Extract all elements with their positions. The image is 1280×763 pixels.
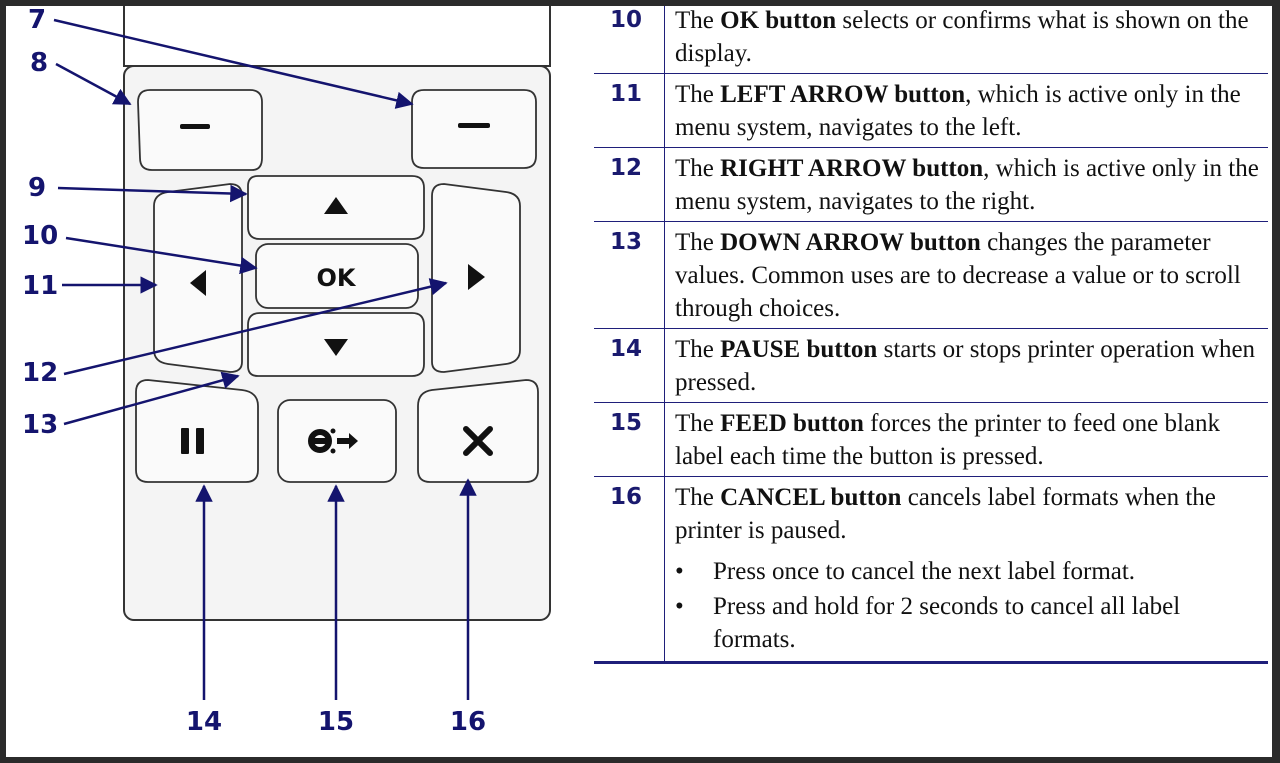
row-description: The FEED button forces the printer to fe… — [664, 402, 1268, 477]
pause-icon — [181, 428, 204, 454]
right-arrow-icon — [468, 264, 485, 290]
cancel-button[interactable] — [417, 379, 539, 483]
table-row: 10 The OK button selects or confirms wha… — [594, 6, 1268, 74]
bullet-item: Press once to cancel the next label form… — [675, 555, 1262, 588]
row-number: 13 — [594, 221, 665, 329]
leader-line-13 — [63, 371, 240, 426]
row-description: The RIGHT ARROW button, which is active … — [664, 147, 1268, 222]
bullet-list: Press once to cancel the next label form… — [675, 555, 1262, 656]
minus-icon — [180, 124, 210, 129]
row-number: 11 — [594, 73, 665, 148]
row-description: The LEFT ARROW button, which is active o… — [664, 73, 1268, 148]
leader-line-12 — [63, 278, 448, 376]
ok-button-label: OK — [317, 264, 357, 292]
down-arrow-icon — [324, 339, 348, 356]
row-description: The OK button selects or confirms what i… — [664, 6, 1268, 74]
callout-16: 16 — [450, 707, 486, 737]
leader-line-9 — [57, 184, 248, 203]
left-arrow-icon — [190, 270, 206, 296]
row-number: 15 — [594, 402, 665, 477]
table-row: 12 The RIGHT ARROW button, which is acti… — [594, 147, 1268, 222]
callout-7: 7 — [28, 6, 46, 35]
table-row: 13 The DOWN ARROW button changes the par… — [594, 221, 1268, 329]
row-number: 10 — [594, 6, 665, 74]
up-arrow-icon — [324, 197, 348, 214]
button-description-table: 10 The OK button selects or confirms wha… — [594, 6, 1268, 664]
row-description: The CANCEL button cancels label formats … — [664, 476, 1268, 664]
bullet-item: Press and hold for 2 seconds to cancel a… — [675, 590, 1262, 656]
callout-13: 13 — [22, 410, 58, 440]
row-description: The PAUSE button starts or stops printer… — [664, 328, 1268, 403]
leader-line-8 — [55, 62, 132, 106]
minus-icon — [458, 123, 490, 128]
leader-line-10 — [65, 236, 258, 275]
left-soft-button[interactable] — [137, 89, 263, 171]
leader-line-7 — [53, 18, 414, 109]
row-number: 16 — [594, 476, 665, 664]
table-row: 16 The CANCEL button cancels label forma… — [594, 476, 1268, 664]
row-number: 12 — [594, 147, 665, 222]
callout-14: 14 — [186, 707, 222, 737]
control-panel-diagram: OK 7 8 9 10 11 12 13 14 15 — [22, 6, 551, 737]
cancel-x-icon — [463, 426, 493, 456]
callout-8: 8 — [30, 48, 48, 78]
manual-page: OK 7 8 9 10 11 12 13 14 15 — [6, 6, 1272, 757]
callout-10: 10 — [22, 221, 58, 251]
table-row: 15 The FEED button forces the printer to… — [594, 402, 1268, 477]
row-description: The DOWN ARROW button changes the parame… — [664, 221, 1268, 329]
right-soft-button[interactable] — [411, 89, 537, 169]
table-row: 14 The PAUSE button starts or stops prin… — [594, 328, 1268, 403]
row-number: 14 — [594, 328, 665, 403]
callout-9: 9 — [28, 173, 46, 203]
callout-12: 12 — [22, 358, 58, 388]
callout-11: 11 — [22, 271, 58, 301]
callout-15: 15 — [318, 707, 354, 737]
table-row: 11 The LEFT ARROW button, which is activ… — [594, 73, 1268, 148]
feed-icon — [308, 428, 358, 454]
display-frame — [123, 6, 551, 67]
